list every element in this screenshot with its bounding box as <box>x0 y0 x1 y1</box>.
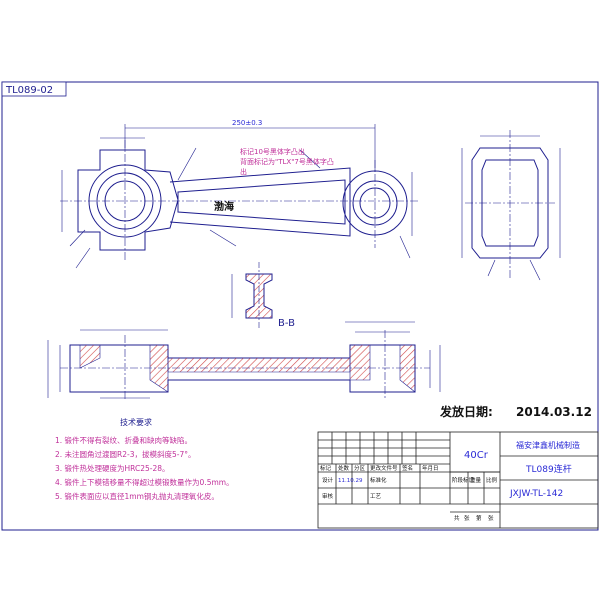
row-label-standard: 标准化 <box>370 476 387 484</box>
overall-length-dimension: 250±0.3 <box>232 119 262 127</box>
requirement-item: 1. 锻件不得有裂纹、折叠和缺肉等缺陷。 <box>55 435 192 445</box>
row-label-check: 审核 <box>322 492 334 500</box>
row-label-design: 设计 <box>322 476 334 484</box>
header-cell: 签名 <box>402 464 413 472</box>
title-block <box>317 431 599 529</box>
title-block-text: 40Cr 福安津鑫机械制造 TL089连杆 JXJW-TL-142 标记 处数 … <box>320 440 580 522</box>
header-cell: 更改文件号 <box>370 464 398 472</box>
technical-requirements: 技术要求 1. 锻件不得有裂纹、折叠和缺肉等缺陷。 2. 未注圆角过渡圆R2-3… <box>55 417 234 501</box>
requirement-item: 2. 未注圆角过渡圆R2-3，拔模斜度5-7°。 <box>55 449 196 459</box>
section-b-b: B-B <box>231 262 295 330</box>
requirement-item: 5. 锻件表面应以直径1mm钢丸抛丸清理氧化皮。 <box>55 491 219 501</box>
requirements-title: 技术要求 <box>120 417 152 427</box>
sheet-label: 第 <box>476 514 482 522</box>
connecting-rod-side-view <box>461 130 561 281</box>
drawing-number-box: TL089-02 <box>1 81 67 97</box>
material-value: 40Cr <box>464 450 489 461</box>
connecting-rod-top-view <box>60 124 420 269</box>
header-cell: 标记 <box>320 464 332 472</box>
marking-note-line3: 出 <box>240 167 247 176</box>
issue-date: 发放日期: 2014.03.12 <box>439 404 592 419</box>
drawing-border <box>1 81 599 531</box>
row-label-process: 工艺 <box>370 493 382 500</box>
requirement-item: 3. 锻件热处理硬度为HRC25-28。 <box>55 463 170 473</box>
stage-label: 重量 <box>470 476 482 484</box>
requirement-item: 4. 锻件上下模错移量不得超过模锻数量作为0.5mm。 <box>55 477 234 487</box>
company-name: 福安津鑫机械制造 <box>516 440 580 450</box>
sheet-label: 共 <box>454 514 460 522</box>
part-name: TL089连杆 <box>525 463 572 475</box>
marking-note-line2: 背面标记为"TLX"7号黑体字凸 <box>240 157 334 166</box>
header-cell: 分区 <box>354 464 366 472</box>
date-cell: 11.10.29 <box>338 478 363 484</box>
stage-label: 比例 <box>486 476 498 484</box>
header-cell: 年月日 <box>422 464 439 472</box>
stage-label: 阶段标记 <box>452 476 475 484</box>
header-cell: 处数 <box>338 464 350 472</box>
connecting-rod-longitudinal-section <box>47 321 441 400</box>
sheet-label: 张 <box>464 514 470 522</box>
marking-note-line1: 标记10号黑体字凸出 <box>240 147 305 156</box>
top-view-dimensions: 250±0.3 <box>232 119 262 127</box>
drawing-code: JXJW-TL-142 <box>509 489 563 499</box>
drawing-number: TL089-02 <box>5 85 53 96</box>
issue-date-value: 2014.03.12 <box>516 405 592 419</box>
rod-center-marking: 渤海 <box>214 200 234 213</box>
section-label: B-B <box>278 318 295 329</box>
sheet-label: 张 <box>488 514 494 522</box>
issue-date-label: 发放日期: <box>439 404 493 419</box>
